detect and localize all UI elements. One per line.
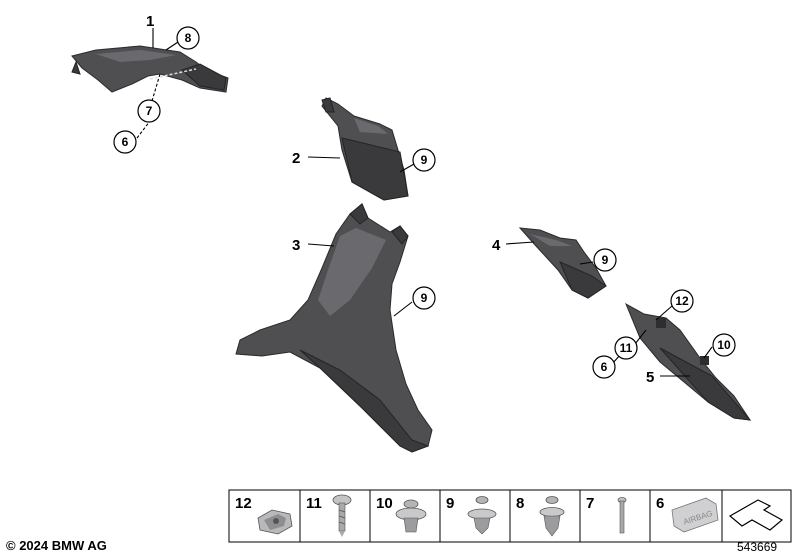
- pin-icon: [617, 497, 627, 534]
- parts-strip: 12 11 10 9 8 7 6: [228, 489, 792, 543]
- document-number: 543669: [737, 540, 778, 554]
- label-5: 5: [646, 369, 654, 386]
- label-3: 3: [292, 237, 300, 254]
- callout-11-text: 11: [620, 341, 633, 355]
- callout-7: 7: [137, 99, 161, 123]
- part-3-pillar: [235, 203, 433, 453]
- callout-8-text: 8: [185, 31, 192, 45]
- expansion-rivet-icon: [395, 499, 427, 533]
- strip-label-10: 10: [376, 495, 393, 512]
- callout-7-text: 7: [146, 104, 153, 118]
- callout-9c: 9: [593, 248, 617, 272]
- callout-9b-text: 9: [421, 291, 428, 305]
- callout-12: 12: [670, 289, 694, 313]
- strip-label-11: 11: [306, 495, 322, 512]
- strip-label-9: 9: [446, 495, 454, 512]
- strip-label-12: 12: [235, 495, 252, 512]
- airbag-badge-icon: AIRBAG: [671, 497, 719, 533]
- callout-8: 8: [176, 26, 200, 50]
- callout-6a: 6: [113, 130, 137, 154]
- label-1: 1: [146, 13, 154, 30]
- leader-lines: [136, 28, 713, 377]
- part-4-trim: [518, 227, 607, 299]
- part-5-panel: [624, 302, 752, 421]
- screw-icon: [332, 494, 352, 537]
- callout-9c-text: 9: [602, 253, 609, 267]
- callout-10-text: 10: [717, 338, 731, 352]
- part-1-trim: [71, 45, 229, 93]
- callout-10: 10: [712, 333, 736, 357]
- callout-6a-text: 6: [122, 135, 129, 149]
- strip-label-7: 7: [586, 495, 594, 512]
- push-clip-icon: [467, 496, 497, 535]
- strip-label-8: 8: [516, 495, 524, 512]
- label-4: 4: [492, 237, 501, 254]
- copyright-text: © 2024 BMW AG: [6, 538, 107, 553]
- strip-label-6: 6: [656, 495, 664, 512]
- callout-12-text: 12: [675, 294, 689, 308]
- callout-11: 11: [614, 336, 638, 360]
- bracket-outline-icon: [728, 499, 784, 531]
- label-2: 2: [292, 150, 300, 167]
- clip-nut-icon: [257, 509, 293, 535]
- callout-6b: 6: [592, 355, 616, 379]
- callout-9a-text: 9: [421, 153, 428, 167]
- callout-9b: 9: [412, 286, 436, 310]
- part-2-trim: [321, 97, 409, 201]
- callout-9a: 9: [412, 148, 436, 172]
- retainer-clip-icon: [539, 496, 565, 537]
- callout-6b-text: 6: [601, 360, 608, 374]
